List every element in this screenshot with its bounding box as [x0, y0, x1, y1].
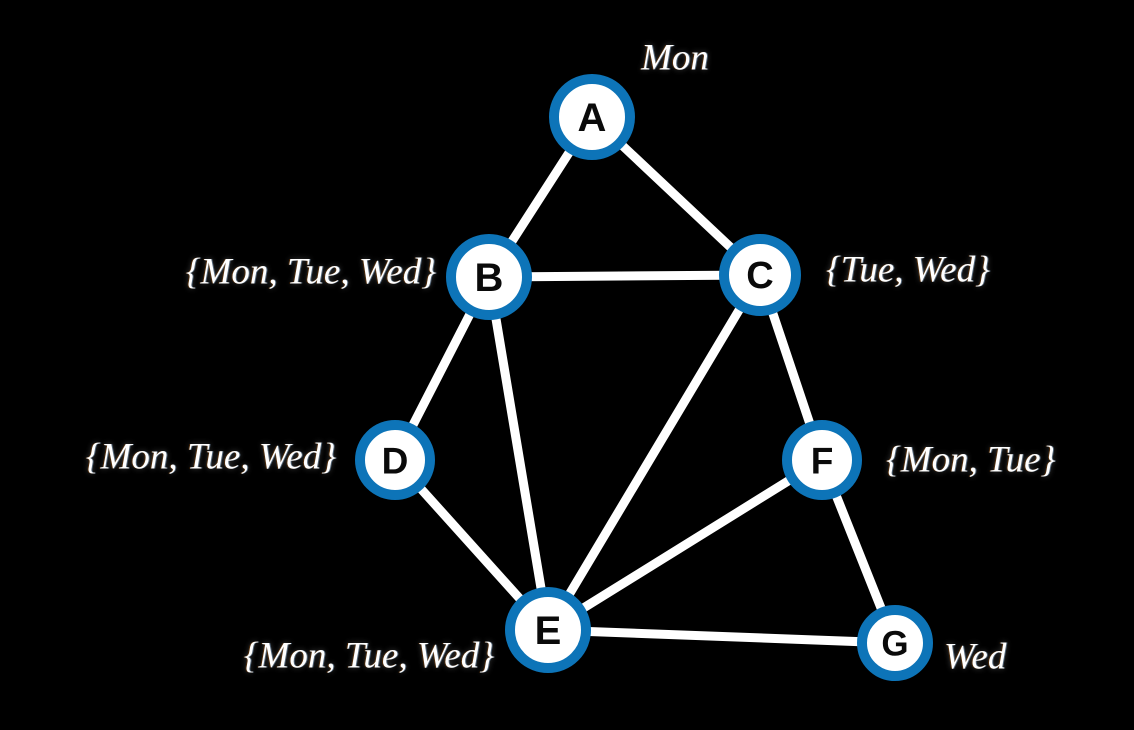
graph-node-f[interactable]: F — [782, 420, 862, 500]
graph-edge-e-g — [543, 625, 900, 648]
node-circle-d — [355, 420, 435, 500]
node-letter-b: B — [475, 256, 504, 300]
graph-edge-e-f — [543, 455, 827, 635]
domain-label-g: Wed — [944, 636, 1007, 678]
node-letter-a: A — [578, 96, 607, 140]
graph-node-g[interactable]: G — [857, 605, 933, 681]
node-circle-b — [446, 234, 532, 320]
node-circle-f — [782, 420, 862, 500]
domain-label-f: {Mon, Tue} — [886, 439, 1056, 481]
graph-edge-b-e — [484, 272, 553, 635]
node-circle-c — [719, 234, 801, 316]
node-circle-a — [549, 74, 635, 160]
node-circle-g — [857, 605, 933, 681]
graph-node-b[interactable]: B — [446, 234, 532, 320]
node-circle-e — [505, 587, 591, 673]
graph-node-a[interactable]: A — [549, 74, 635, 160]
graph-edge-b-c — [484, 270, 765, 282]
domain-label-b: {Mon, Tue, Wed} — [185, 251, 436, 293]
graph-node-d[interactable]: D — [355, 420, 435, 500]
node-letter-d: D — [382, 441, 409, 482]
node-letter-c: C — [746, 255, 773, 297]
graph-node-c[interactable]: C — [719, 234, 801, 316]
node-letter-f: F — [811, 441, 834, 482]
domain-label-e: {Mon, Tue, Wed} — [243, 635, 494, 677]
node-layer: A B C D E F G — [355, 74, 933, 681]
domain-label-a: Mon — [641, 37, 709, 79]
graph-edge-c-e — [543, 270, 765, 635]
domain-label-c: {Tue, Wed} — [826, 249, 990, 291]
graph-node-e[interactable]: E — [505, 587, 591, 673]
node-letter-g: G — [881, 625, 908, 664]
node-letter-e: E — [535, 609, 562, 653]
edge-layer — [390, 112, 900, 648]
domain-label-d: {Mon, Tue, Wed} — [85, 436, 336, 478]
